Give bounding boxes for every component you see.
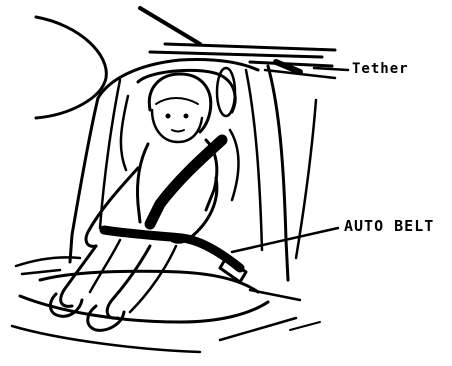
child-leg-right-inner xyxy=(130,246,176,312)
booster-base-front xyxy=(20,296,268,322)
booster-wing-right xyxy=(230,130,239,200)
seat-back-outer xyxy=(70,98,98,262)
roof-line xyxy=(140,8,200,44)
seat-right-edge xyxy=(268,66,288,280)
child-eye-right xyxy=(184,114,188,118)
seat-right-inner xyxy=(246,70,262,250)
child-leg-right xyxy=(107,246,150,318)
tether-strap xyxy=(250,62,332,66)
floor-line xyxy=(220,318,296,340)
seat-back-inner xyxy=(100,80,120,228)
child-torso xyxy=(137,144,148,222)
child-eye-left xyxy=(166,114,170,118)
floor-line xyxy=(250,290,300,300)
lap-belt xyxy=(104,230,240,268)
child-bangs xyxy=(156,98,198,104)
child-mouth xyxy=(172,130,184,132)
tether-label: Tether xyxy=(352,61,409,77)
roof-line xyxy=(150,52,322,57)
booster-wing-left xyxy=(121,96,128,170)
child-face xyxy=(152,110,202,142)
floor-line xyxy=(290,322,320,330)
auto-belt-label: AUTO BELT xyxy=(344,217,434,235)
headrest-pad xyxy=(217,68,235,116)
roof-line xyxy=(165,44,335,50)
tether-leader xyxy=(314,68,348,70)
seat-cushion xyxy=(22,270,60,274)
